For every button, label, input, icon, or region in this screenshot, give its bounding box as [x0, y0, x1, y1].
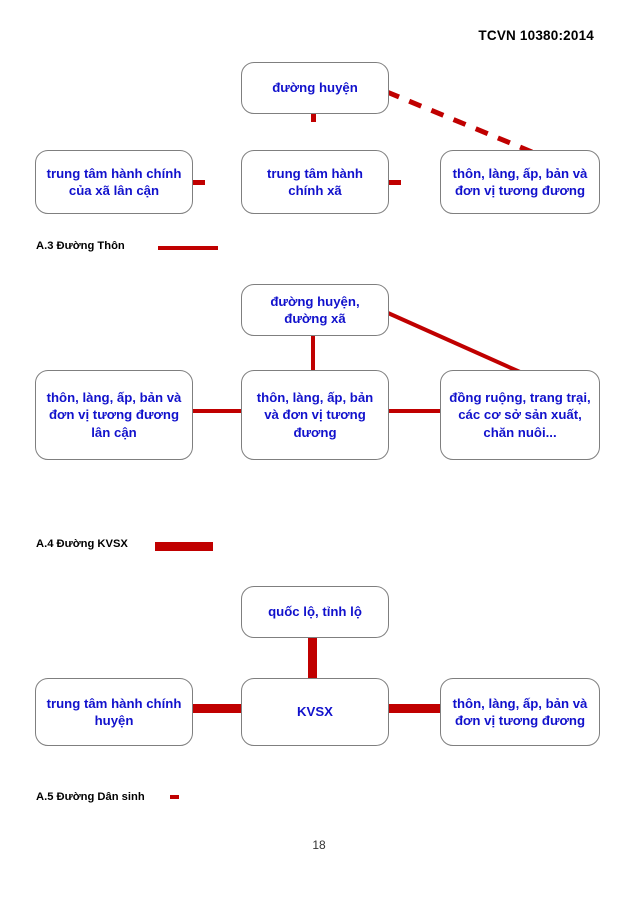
connector-a3-center-to-right: [388, 409, 440, 413]
node-a3-right[interactable]: đồng ruộng, trang trại, các cơ sở sản xu…: [440, 370, 600, 460]
connector-a3-top-to-center: [311, 334, 315, 374]
section-label-a5: A.5 Đường Dân sinh: [36, 791, 145, 803]
page-number: 18: [312, 838, 326, 852]
node-a4-right[interactable]: thôn, làng, ấp, bản và đơn vị tương đươn…: [440, 678, 600, 746]
node-a4-top[interactable]: quốc lộ, tỉnh lộ: [241, 586, 389, 638]
document-header-standard-code: TCVN 10380:2014: [478, 28, 594, 43]
legend-line-a3: [158, 246, 218, 250]
node-a4-left[interactable]: trung tâm hành chính huyện: [35, 678, 193, 746]
connector-a3-top-to-right: [387, 311, 521, 374]
node-a2-center[interactable]: trung tâm hành chính xã: [241, 150, 389, 214]
node-a2-left[interactable]: trung tâm hành chính của xã lân cận: [35, 150, 193, 214]
section-label-a4: A.4 Đường KVSX: [36, 538, 128, 550]
connector-a2-left-to-center: [192, 180, 242, 185]
legend-line-a5: [170, 795, 234, 799]
section-label-a3: A.3 Đường Thôn: [36, 240, 125, 252]
node-a3-center[interactable]: thôn, làng, ấp, bản và đơn vị tương đươn…: [241, 370, 389, 460]
node-a2-right[interactable]: thôn, làng, ấp, bản và đơn vị tương đươn…: [440, 150, 600, 214]
connector-a2-center-to-right: [388, 180, 440, 185]
connector-a2-top-to-center: [311, 113, 316, 153]
connector-a4-top-to-center: [308, 638, 317, 680]
connector-a4-left-to-center: [192, 704, 242, 713]
node-a3-top[interactable]: đường huyện, đường xã: [241, 284, 389, 336]
connector-a3-left-to-center: [192, 409, 242, 413]
legend-line-a4: [155, 542, 213, 551]
node-a4-center[interactable]: KVSX: [241, 678, 389, 746]
node-a2-top[interactable]: đường huyện: [241, 62, 389, 114]
connector-a2-top-to-right: [386, 89, 533, 155]
node-a3-left[interactable]: thôn, làng, ấp, bản và đơn vị tương đươn…: [35, 370, 193, 460]
connector-a4-center-to-right: [388, 704, 440, 713]
